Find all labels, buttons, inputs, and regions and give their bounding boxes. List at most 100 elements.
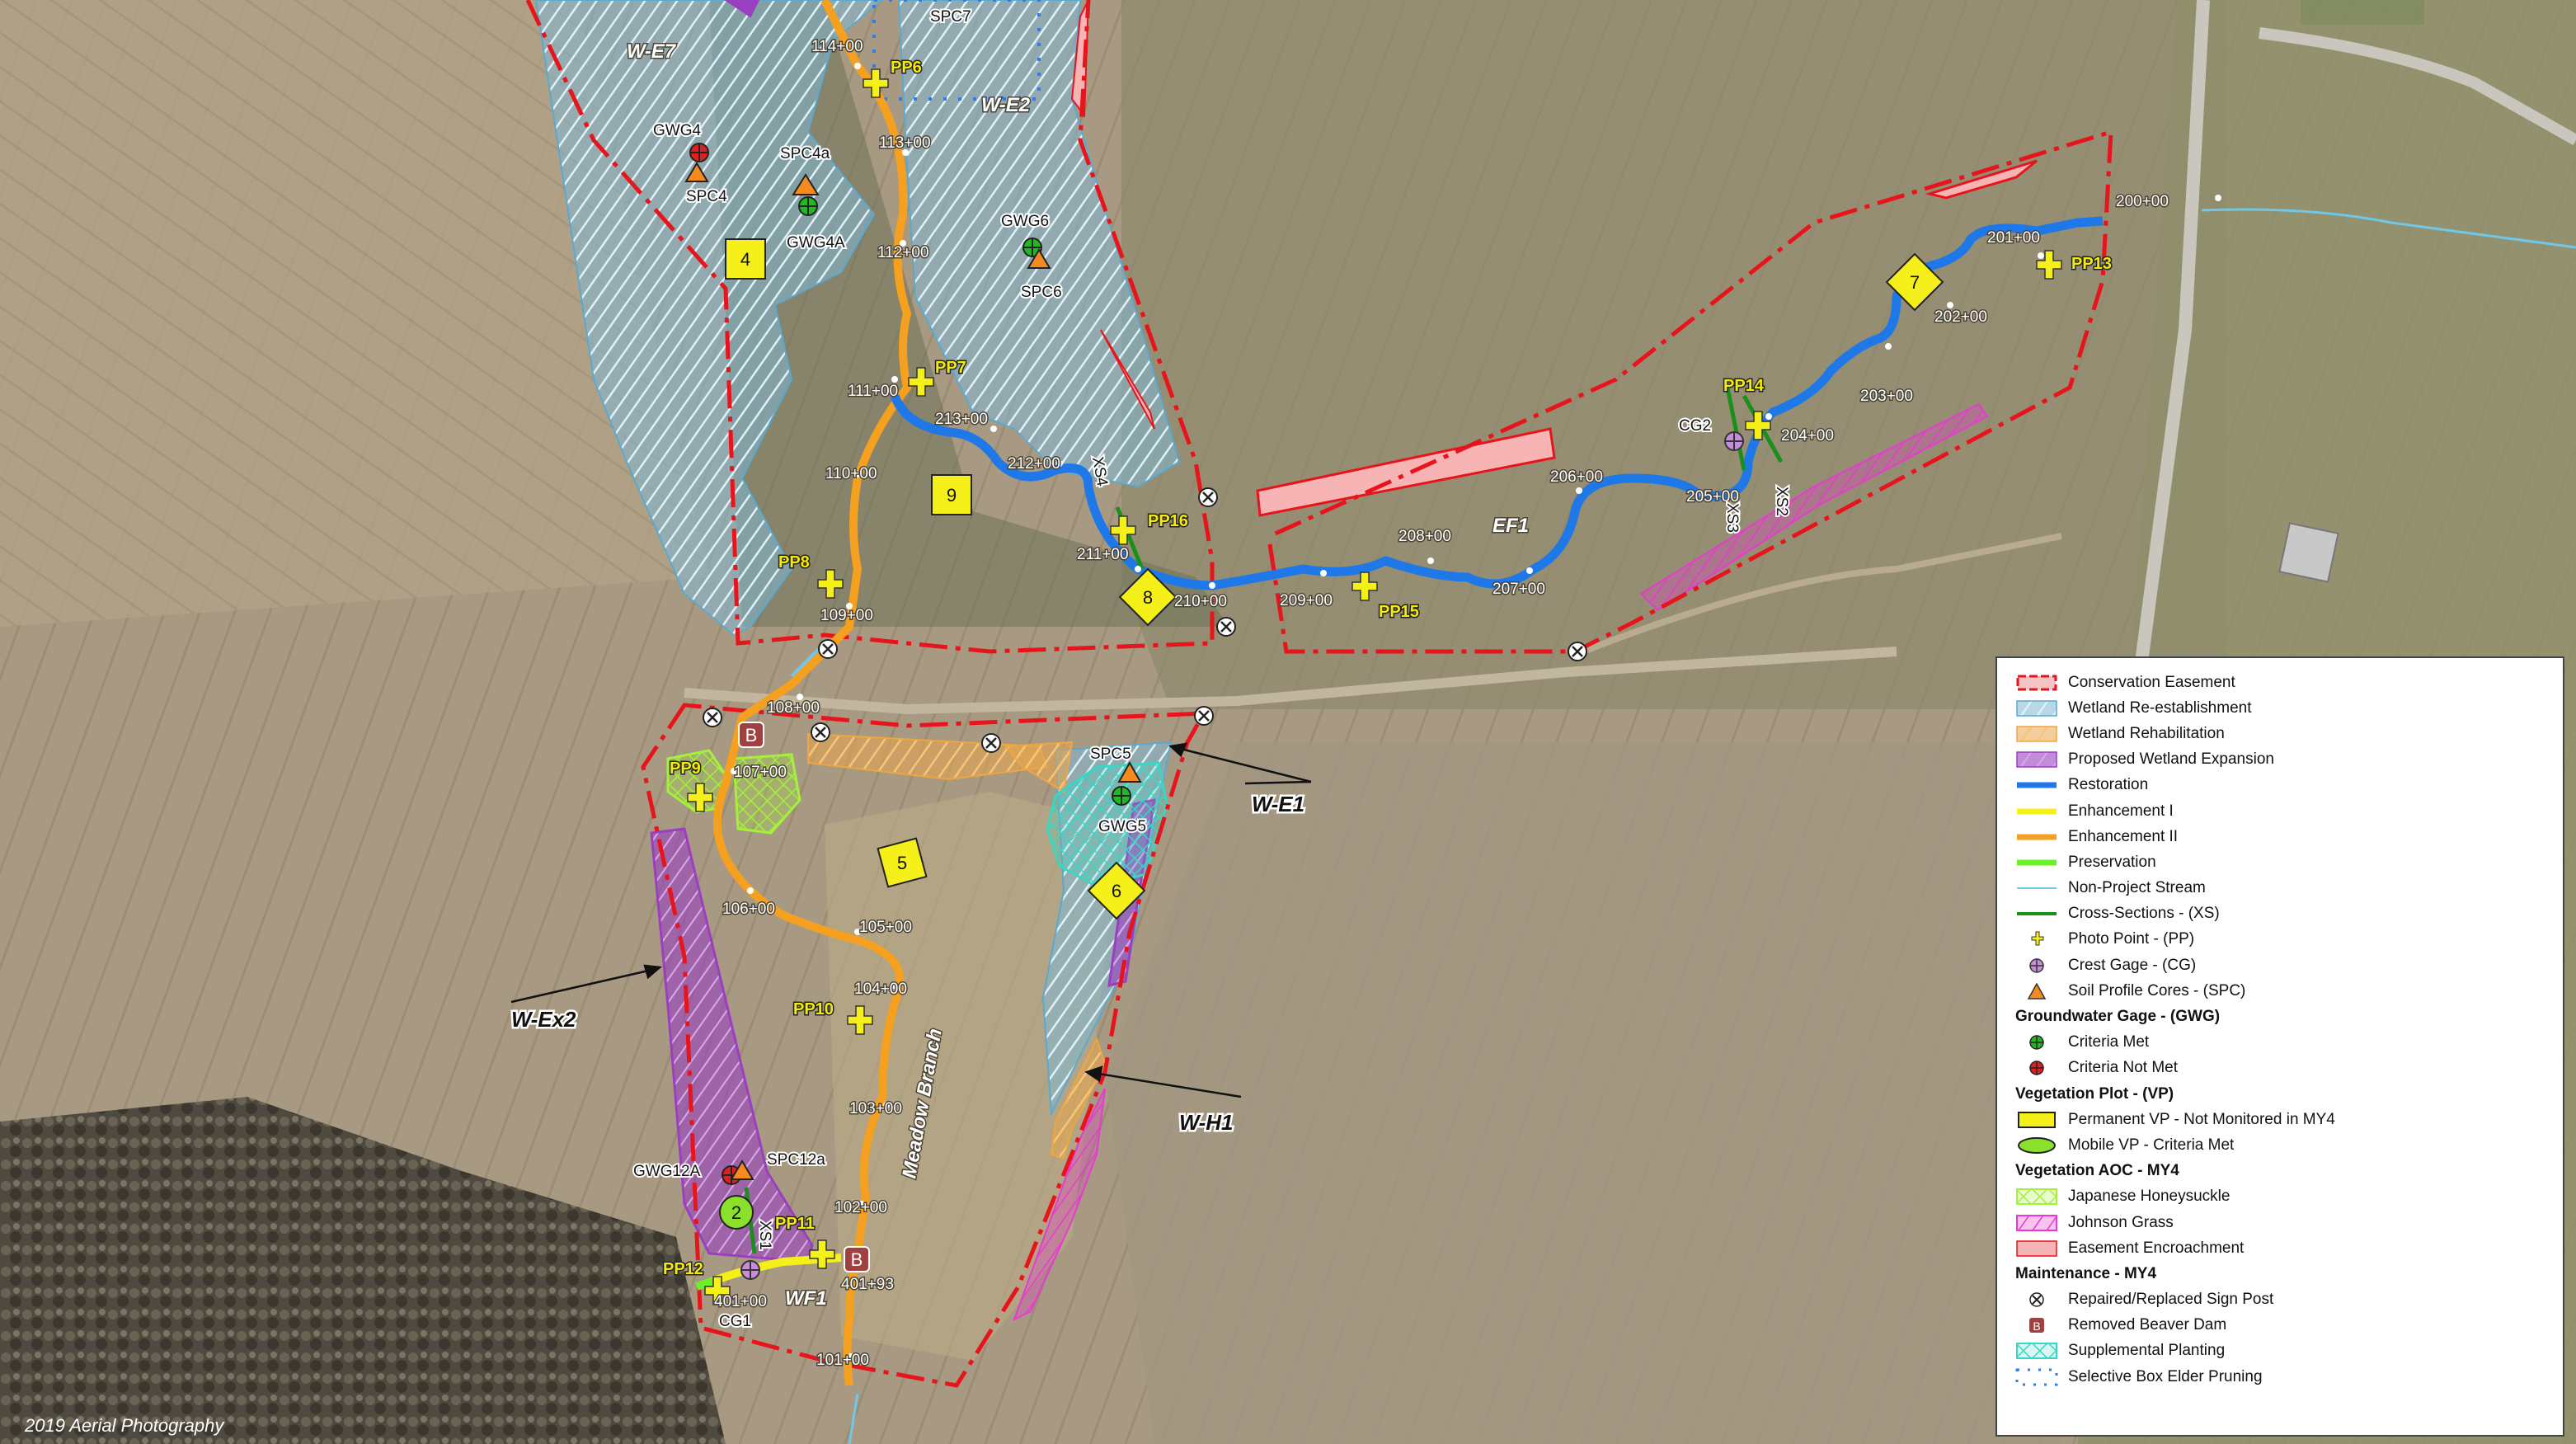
svg-text:GWG12A: GWG12A — [633, 1163, 701, 1180]
legend-label: Photo Point - (PP) — [2068, 930, 2195, 948]
svg-text:2019 Aerial Photography: 2019 Aerial Photography — [24, 1415, 225, 1436]
legend-label: Repaired/Replaced Sign Post — [2068, 1291, 2274, 1309]
svg-text:9: 9 — [947, 485, 957, 506]
svg-text:205+00: 205+00 — [1686, 488, 1739, 506]
legend-label: Supplemental Planting — [2068, 1342, 2226, 1360]
svg-text:211+00: 211+00 — [1077, 546, 1129, 563]
svg-text:PP6: PP6 — [891, 59, 922, 77]
johnson-grass-swatch-icon — [2015, 1213, 2058, 1233]
permanent-vp-icon — [2015, 1110, 2058, 1130]
svg-text:W-H1: W-H1 — [1179, 1110, 1233, 1135]
spc4-core — [684, 162, 709, 182]
legend-label: Enhancement I — [2068, 802, 2174, 820]
legend-label: Conservation Easement — [2068, 673, 2235, 691]
svg-text:5: 5 — [897, 853, 907, 873]
legend-row: Criteria Met — [2015, 1030, 2550, 1056]
svg-text:W-Ex2: W-Ex2 — [511, 1007, 576, 1032]
legend-row: Proposed Wetland Expansion — [2015, 747, 2550, 773]
gage-criteria-met-icon — [2015, 1032, 2058, 1052]
svg-text:208+00: 208+00 — [1398, 528, 1451, 545]
legend-label: Soil Profile Cores - (SPC) — [2068, 981, 2246, 1000]
svg-text:202+00: 202+00 — [1934, 308, 1987, 326]
spc4a-core — [792, 173, 820, 195]
svg-text:103+00: 103+00 — [849, 1100, 902, 1117]
svg-text:108+00: 108+00 — [767, 699, 820, 717]
legend-row: Supplemental Planting — [2015, 1338, 2550, 1364]
legend-label: Non-Project Stream — [2068, 879, 2206, 897]
vp-2-mobile — [719, 1195, 754, 1230]
johnson-grass-areas — [1013, 402, 1989, 1322]
legend-row: Repaired/Replaced Sign Post — [2015, 1287, 2550, 1313]
non-project-stream-line-icon — [2015, 878, 2058, 898]
sign-post-icon — [2015, 1290, 2058, 1310]
svg-text:B: B — [745, 725, 758, 746]
svg-text:401+00: 401+00 — [714, 1293, 767, 1310]
mobile-vp-icon — [2015, 1136, 2058, 1155]
svg-text:PP9: PP9 — [670, 760, 701, 778]
legend-label: Criteria Not Met — [2068, 1059, 2179, 1077]
vp-6 — [1087, 861, 1146, 920]
svg-text:204+00: 204+00 — [1781, 427, 1834, 444]
box-elder-pruning-swatch-icon — [2015, 1367, 2058, 1387]
svg-text:112+00: 112+00 — [877, 244, 929, 261]
easement-swatch-icon — [2015, 673, 2058, 693]
legend-label: Easement Encroachment — [2068, 1239, 2245, 1257]
legend-heading: Vegetation AOC - MY4 — [2015, 1162, 2179, 1180]
svg-text:PP16: PP16 — [1148, 512, 1188, 530]
svg-text:B: B — [851, 1249, 863, 1270]
svg-text:GWG5: GWG5 — [1098, 818, 1146, 835]
vegetation-plots: 4 9 8 7 5 6 2 — [719, 238, 1944, 1230]
svg-text:207+00: 207+00 — [1492, 581, 1545, 598]
legend-label: Restoration — [2068, 776, 2149, 794]
svg-text:PP11: PP11 — [775, 1215, 815, 1233]
svg-text:8: 8 — [1143, 587, 1153, 608]
vp-4 — [725, 238, 766, 280]
beaver-dam-icon: B — [2015, 1315, 2058, 1335]
svg-text:B: B — [2033, 1319, 2040, 1333]
vp-9 — [931, 474, 972, 515]
vp-5 — [877, 837, 928, 888]
legend-label: Permanent VP - Not Monitored in MY4 — [2068, 1110, 2335, 1128]
legend-row: Enhancement I — [2015, 798, 2550, 824]
svg-text:SPC6: SPC6 — [1021, 284, 1062, 301]
spc5-core — [1117, 760, 1142, 783]
svg-text:7: 7 — [1910, 272, 1920, 293]
legend-label: Wetland Rehabilitation — [2068, 724, 2225, 742]
svg-text:104+00: 104+00 — [854, 981, 907, 998]
crest-gage-icon — [2015, 956, 2058, 976]
legend-row: Photo Point - (PP) — [2015, 927, 2550, 952]
wetland-reest-swatch-icon — [2015, 698, 2058, 718]
svg-text:W-E2: W-E2 — [981, 94, 1031, 116]
svg-text:4: 4 — [740, 249, 750, 270]
station-points — [731, 63, 2221, 1360]
svg-text:GWG4A: GWG4A — [787, 234, 845, 252]
svg-text:201+00: 201+00 — [1987, 229, 2040, 247]
svg-text:106+00: 106+00 — [722, 901, 775, 918]
legend-label: Proposed Wetland Expansion — [2068, 750, 2274, 769]
svg-text:213+00: 213+00 — [935, 411, 988, 428]
encroachment-swatch-icon — [2015, 1239, 2058, 1258]
legend-row: Preservation — [2015, 849, 2550, 875]
legend-label: Japanese Honeysuckle — [2068, 1188, 2230, 1206]
legend-label: Cross-Sections - (XS) — [2068, 905, 2220, 923]
svg-text:EF1: EF1 — [1492, 515, 1529, 537]
legend-row: Soil Profile Cores - (SPC) — [2015, 978, 2550, 1004]
crest-gages — [740, 431, 1744, 1280]
restoration-stream — [890, 216, 2104, 590]
legend-row: Conservation Easement — [2015, 670, 2550, 695]
svg-text:PP10: PP10 — [793, 1000, 834, 1018]
svg-text:212+00: 212+00 — [1008, 455, 1060, 473]
svg-text:XS2: XS2 — [1773, 487, 1790, 516]
svg-text:PP8: PP8 — [778, 553, 810, 571]
svg-text:105+00: 105+00 — [859, 919, 912, 936]
legend-row: Selective Box Elder Pruning — [2015, 1364, 2550, 1390]
legend-row: Wetland Rehabilitation — [2015, 721, 2550, 746]
legend-row: Non-Project Stream — [2015, 876, 2550, 901]
soil-core-icon — [2015, 981, 2058, 1001]
svg-text:206+00: 206+00 — [1550, 468, 1603, 486]
spc6-core — [1027, 248, 1051, 269]
legend-row: Crest Gage - (CG) — [2015, 952, 2550, 978]
legend-row: Mobile VP - Criteria Met — [2015, 1132, 2550, 1158]
svg-text:101+00: 101+00 — [816, 1352, 869, 1369]
